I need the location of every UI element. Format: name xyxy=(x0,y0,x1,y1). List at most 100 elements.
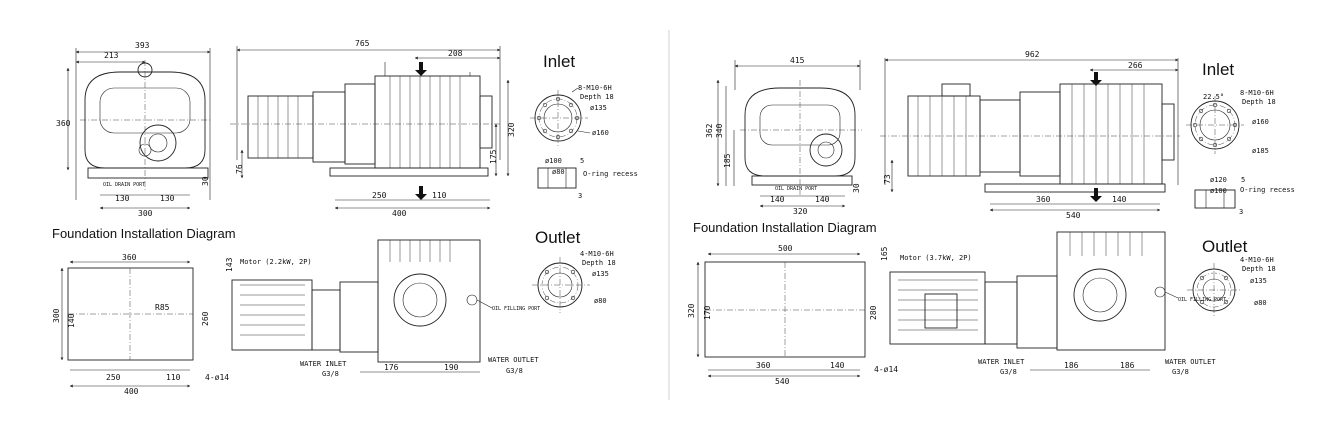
dim-393: 393 xyxy=(135,41,150,50)
left-front-view: 393 213 360 OIL DRAIN PORT 130 130 300 3… xyxy=(56,41,211,218)
r-outlet-d80: ø80 xyxy=(1254,299,1267,307)
fnd-holes: 4-ø14 xyxy=(205,373,229,382)
r-dim-266: 266 xyxy=(1128,61,1143,70)
dim-300: 300 xyxy=(138,209,153,218)
fnd-r85: R85 xyxy=(155,303,170,312)
r-water-inlet-label: WATER INLET xyxy=(978,358,1025,366)
r-dim-185: 185 xyxy=(723,153,732,168)
r-inlet-angle: 22.5° xyxy=(1203,93,1224,101)
left-sheet: 393 213 360 OIL DRAIN PORT 130 130 300 3… xyxy=(52,39,638,396)
dim-175: 175 xyxy=(489,149,498,164)
r-dim-340: 340 xyxy=(715,123,724,138)
r-plan-186b: 186 xyxy=(1120,361,1135,370)
fnd-dim-400: 400 xyxy=(124,387,139,396)
inlet-five: 5 xyxy=(580,157,584,165)
outlet-heading: Outlet xyxy=(535,228,581,247)
right-plan-view: Motor (3.7kW, 2P) 165 OIL FILLING xyxy=(880,231,1226,376)
r-fnd-540: 540 xyxy=(775,377,790,386)
r-fnd-170: 170 xyxy=(703,305,712,320)
r-dim-140: 140 xyxy=(1112,195,1127,204)
r-outlet-bolt: 4-M10-6H xyxy=(1240,256,1274,264)
r-dim-320: 320 xyxy=(793,207,808,216)
dim-250: 250 xyxy=(372,191,387,200)
r-dim-415: 415 xyxy=(790,56,805,65)
left-outlet-flange: Outlet 4-M10-6H Depth 18 ø135 ø80 xyxy=(532,228,616,313)
left-foundation: Foundation Installation Diagram 360 300 … xyxy=(52,226,236,396)
r-dim-30: 30 xyxy=(852,183,861,193)
dim-130b: 130 xyxy=(160,194,175,203)
r-dim-362: 362 xyxy=(705,123,714,138)
inlet-bolt-spec: 8-M10-6H xyxy=(578,84,612,92)
r-water-outlet-label: WATER OUTLET xyxy=(1165,358,1216,366)
dim-30: 30 xyxy=(201,176,210,186)
r-outlet-d135: ø135 xyxy=(1250,277,1267,285)
fnd-dim-300: 300 xyxy=(52,308,61,323)
inlet-d135: ø135 xyxy=(590,104,607,112)
right-outlet-flange: Outlet 4-M10-6H Depth 18 ø135 ø80 xyxy=(1187,237,1276,317)
fnd-dim-250: 250 xyxy=(106,373,121,382)
outlet-depth: Depth 18 xyxy=(582,259,616,267)
inlet-three: 3 xyxy=(578,192,582,200)
water-inlet-label: WATER INLET xyxy=(300,360,347,368)
r-inlet-depth: Depth 18 xyxy=(1242,98,1276,106)
r-inlet-five: 5 xyxy=(1241,176,1245,184)
dim-320: 320 xyxy=(507,122,516,137)
plan-dim-190: 190 xyxy=(444,363,459,372)
water-outlet-thread: G3/8 xyxy=(506,367,523,375)
r-fnd-holes: 4-ø14 xyxy=(874,365,898,374)
fnd-dim-260: 260 xyxy=(201,311,210,326)
right-inlet-flange: Inlet 22.5° 8-M10-6H Depth 18 ø160 ø185 … xyxy=(1186,60,1295,216)
r-inlet-bolt: 8-M10-6H xyxy=(1240,89,1274,97)
dim-213: 213 xyxy=(104,51,119,60)
left-side-view: 765 208 76 xyxy=(230,39,516,218)
outlet-bolt-spec: 4-M10-6H xyxy=(580,250,614,258)
left-plan-view: Motor (2.2kW, 2P) 143 OIL FILLING PORT xyxy=(225,239,540,378)
right-sheet: 415 362 340 185 OIL DRAIN PORT 140 140 3… xyxy=(687,50,1295,386)
o-ring-recess: O-ring recess xyxy=(583,170,638,178)
r-inlet-d185: ø185 xyxy=(1252,147,1269,155)
r-inlet-three: 3 xyxy=(1239,208,1243,216)
fnd-dim-140: 140 xyxy=(67,313,76,328)
r-dim-73: 73 xyxy=(883,174,892,184)
r-motor-label: Motor (3.7kW, 2P) xyxy=(900,254,972,262)
left-inlet-flange: Inlet 8-M10-6H Depth 18 ø135 ø160 ø100 xyxy=(530,52,638,200)
motor-label: Motor (2.2kW, 2P) xyxy=(240,258,312,266)
r-inlet-d100: ø100 xyxy=(1210,187,1227,195)
outlet-d135: ø135 xyxy=(592,270,609,278)
r-plan-165: 165 xyxy=(880,246,889,261)
foundation-title: Foundation Installation Diagram xyxy=(52,226,236,241)
water-outlet-label: WATER OUTLET xyxy=(488,356,539,364)
water-inlet-thread: G3/8 xyxy=(322,370,339,378)
plan-dim-143: 143 xyxy=(225,257,234,272)
inlet-d160: ø160 xyxy=(592,129,609,137)
r-foundation-title: Foundation Installation Diagram xyxy=(693,220,877,235)
r-inlet-d120: ø120 xyxy=(1210,176,1227,184)
r-dim-962: 962 xyxy=(1025,50,1040,59)
dim-765: 765 xyxy=(355,39,370,48)
r-oil-drain-port-label: OIL DRAIN PORT xyxy=(775,186,817,192)
r-water-outlet-thread: G3/8 xyxy=(1172,368,1189,376)
r-dim-140a: 140 xyxy=(770,195,785,204)
dim-76: 76 xyxy=(235,164,244,174)
outlet-d80: ø80 xyxy=(594,297,607,305)
fnd-dim-360: 360 xyxy=(122,253,137,262)
r-fnd-360: 360 xyxy=(756,361,771,370)
r-fnd-320: 320 xyxy=(687,303,696,318)
r-inlet-d160: ø160 xyxy=(1252,118,1269,126)
dim-360: 360 xyxy=(56,119,71,128)
fnd-dim-110: 110 xyxy=(166,373,181,382)
dim-110: 110 xyxy=(432,191,447,200)
inlet-d100: ø100 xyxy=(545,157,562,165)
r-outlet-heading: Outlet xyxy=(1202,237,1248,256)
inlet-heading: Inlet xyxy=(543,52,575,71)
r-fnd-500: 500 xyxy=(778,244,793,253)
r-fnd-140: 140 xyxy=(830,361,845,370)
r-dim-360: 360 xyxy=(1036,195,1051,204)
dim-400: 400 xyxy=(392,209,407,218)
r-fnd-280: 280 xyxy=(869,305,878,320)
r-dim-540: 540 xyxy=(1066,211,1081,220)
r-o-ring-recess: O-ring recess xyxy=(1240,186,1295,194)
oil-filling-port-label: OIL FILLING PORT xyxy=(492,306,540,312)
inlet-d80: ø80 xyxy=(552,168,565,176)
